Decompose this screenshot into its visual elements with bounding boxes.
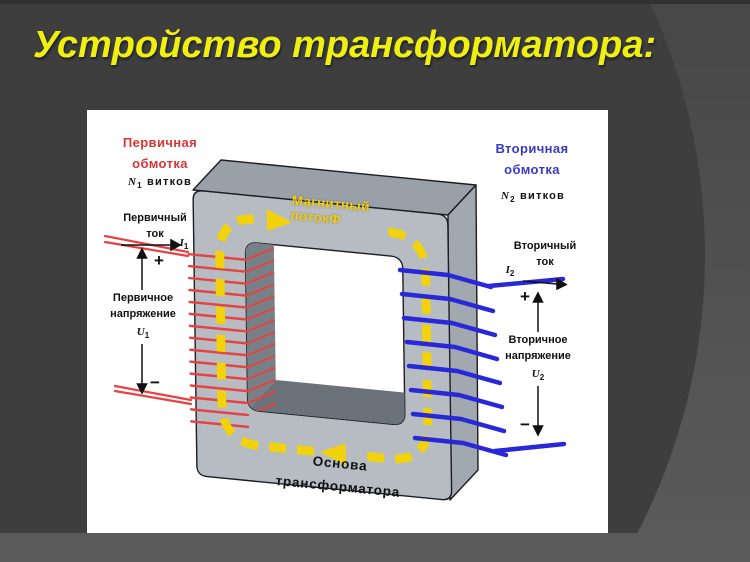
core-inner-left-face [245,241,276,410]
diagram-panel: Первичная обмотка N1 витков Первичный то… [87,110,608,533]
core-inner-bottom-face [247,379,405,426]
slide-top-edge [0,0,750,4]
secondary-current-label: Вторичный ток [513,240,577,268]
flux-arrow-top-icon [266,209,292,232]
primary-turns-label: N1 витков [127,176,193,191]
secondary-voltage-label: Вторичное напряжение U2 [502,332,574,387]
primary-current-label: Первичный ток [123,212,187,240]
secondary-plus-sign: + [520,287,530,306]
primary-current-symbol: I1 [179,237,189,252]
secondary-lead-wires [486,276,567,454]
primary-plus-sign: + [154,251,164,270]
secondary-minus-sign: − [520,415,530,434]
flux-arrow-bottom-icon [319,443,346,466]
secondary-current-arrow-icon [522,277,568,291]
core-right-face [447,184,479,501]
primary-minus-sign: − [150,373,160,392]
secondary-winding-label: Вторичная обмотка [495,141,569,177]
core-front-group [187,190,453,501]
flux-path [215,214,433,464]
secondary-current-symbol: I2 [505,264,515,279]
secondary-turns-label: N2 витков [500,190,566,205]
slide-title: Устройство трансформатора: [33,24,657,66]
primary-current-arrow-icon [121,238,182,252]
transformer-diagram-svg [103,159,568,501]
primary-winding-label: Первичная обмотка [122,135,198,171]
primary-lead-wires [103,234,193,406]
secondary-coil [397,267,509,458]
primary-coil-inner-hatch [245,247,277,416]
primary-voltage-label: Первичное напряжение U1 [107,290,179,345]
